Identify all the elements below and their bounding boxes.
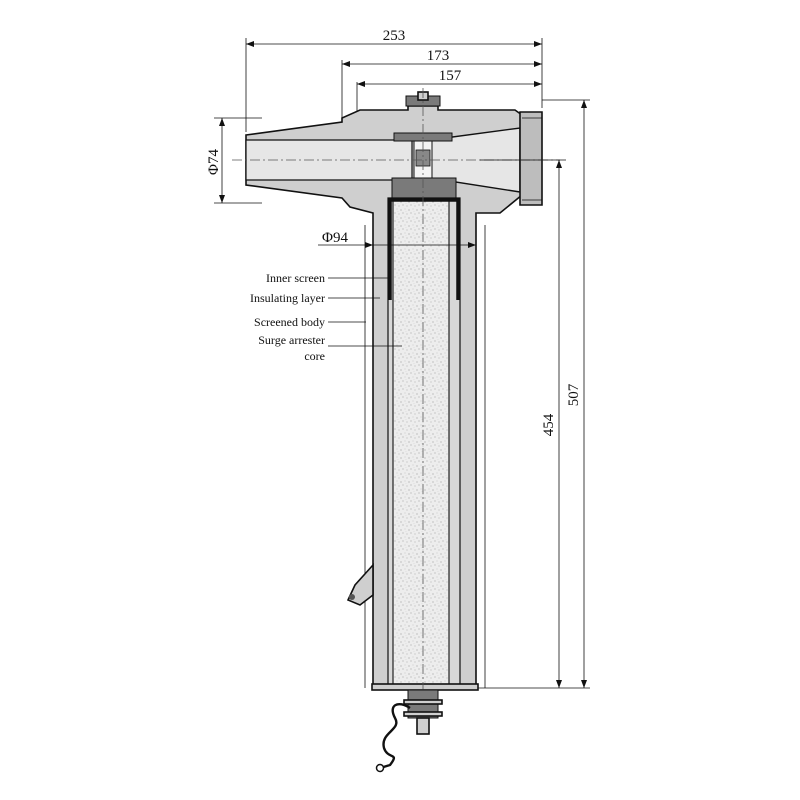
label-surge-arrester: Surge arrester — [258, 333, 325, 347]
dimension-253: 253 — [383, 28, 406, 44]
connector-block — [391, 177, 457, 199]
dimension-d94: Φ94 — [322, 230, 348, 246]
dimension-157: 157 — [439, 68, 462, 84]
dimension-d74: Φ74 — [206, 149, 222, 175]
arrester-core — [392, 199, 450, 687]
end-cap — [519, 111, 543, 206]
earthing-lug — [346, 562, 374, 606]
inner-screen — [388, 198, 460, 300]
label-screened-body: Screened body — [254, 315, 325, 329]
dimension-173: 173 — [427, 48, 450, 64]
label-core: core — [304, 349, 325, 363]
housing-body — [245, 105, 523, 689]
label-insulating-layer: Insulating layer — [250, 291, 325, 305]
dimension-507: 507 — [566, 383, 582, 406]
earthing-wire — [379, 703, 411, 770]
label-inner-screen: Inner screen — [266, 271, 325, 285]
dimension-454: 454 — [541, 413, 557, 436]
